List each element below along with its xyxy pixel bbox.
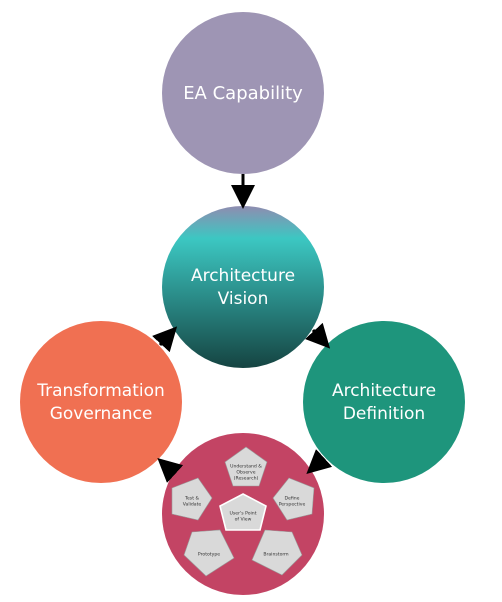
arrow-definition-to-design-thinking bbox=[306, 449, 333, 475]
arrow-vision-to-definition bbox=[305, 322, 331, 349]
transformation-governance-label-line1: Transformation bbox=[36, 381, 165, 401]
petal-define-line1: Define bbox=[285, 496, 300, 502]
petal-prototype-line1: Prototype bbox=[198, 552, 220, 558]
ea-capability-label: EA Capability bbox=[183, 83, 303, 104]
petal-define-perspective: Define Perspective bbox=[272, 477, 315, 521]
petal-test-line2: Validate bbox=[183, 502, 202, 508]
architecture-definition-circle bbox=[303, 321, 465, 483]
petal-understand-line2: Observe bbox=[236, 470, 255, 476]
architecture-vision-node: Architecture Vision bbox=[162, 206, 324, 368]
petal-understand-line3: (Research) bbox=[234, 476, 259, 482]
petal-test-validate: Test & Validate bbox=[171, 477, 213, 521]
architecture-vision-label-line2: Vision bbox=[218, 289, 269, 309]
center-label-line1: User's Point bbox=[230, 511, 257, 517]
petal-understand-line1: Understand & bbox=[230, 464, 262, 470]
petal-understand-observe: Understand & Observe (Research) bbox=[224, 446, 268, 487]
center-label-line2: of View bbox=[235, 517, 252, 523]
ea-capability-circle bbox=[162, 12, 324, 174]
petal-brainstorm: Brainstorm bbox=[251, 529, 303, 576]
transformation-governance-node: Transformation Governance bbox=[20, 321, 182, 483]
ea-capability-node: EA Capability bbox=[162, 12, 324, 174]
architecture-vision-label-line1: Architecture bbox=[191, 266, 295, 286]
petal-test-line1: Test & bbox=[184, 496, 200, 502]
architecture-definition-node: Architecture Definition bbox=[303, 321, 465, 483]
transformation-governance-label-line2: Governance bbox=[50, 404, 153, 424]
architecture-definition-label-line2: Definition bbox=[343, 404, 425, 424]
architecture-definition-label-line1: Architecture bbox=[332, 381, 436, 401]
design-thinking-node: Understand & Observe (Research) Define P… bbox=[162, 433, 324, 595]
petal-prototype: Prototype bbox=[183, 529, 235, 577]
center-users-point-of-view: User's Point of View bbox=[219, 493, 267, 531]
arrow-design-thinking-to-governance bbox=[157, 457, 184, 483]
architecture-vision-circle bbox=[162, 206, 324, 368]
connector-arrows bbox=[152, 174, 333, 483]
transformation-governance-circle bbox=[20, 321, 182, 483]
petal-define-line2: Perspective bbox=[279, 502, 306, 508]
petal-brainstorm-line1: Brainstorm bbox=[263, 552, 289, 558]
arrow-governance-to-vision bbox=[152, 326, 178, 353]
